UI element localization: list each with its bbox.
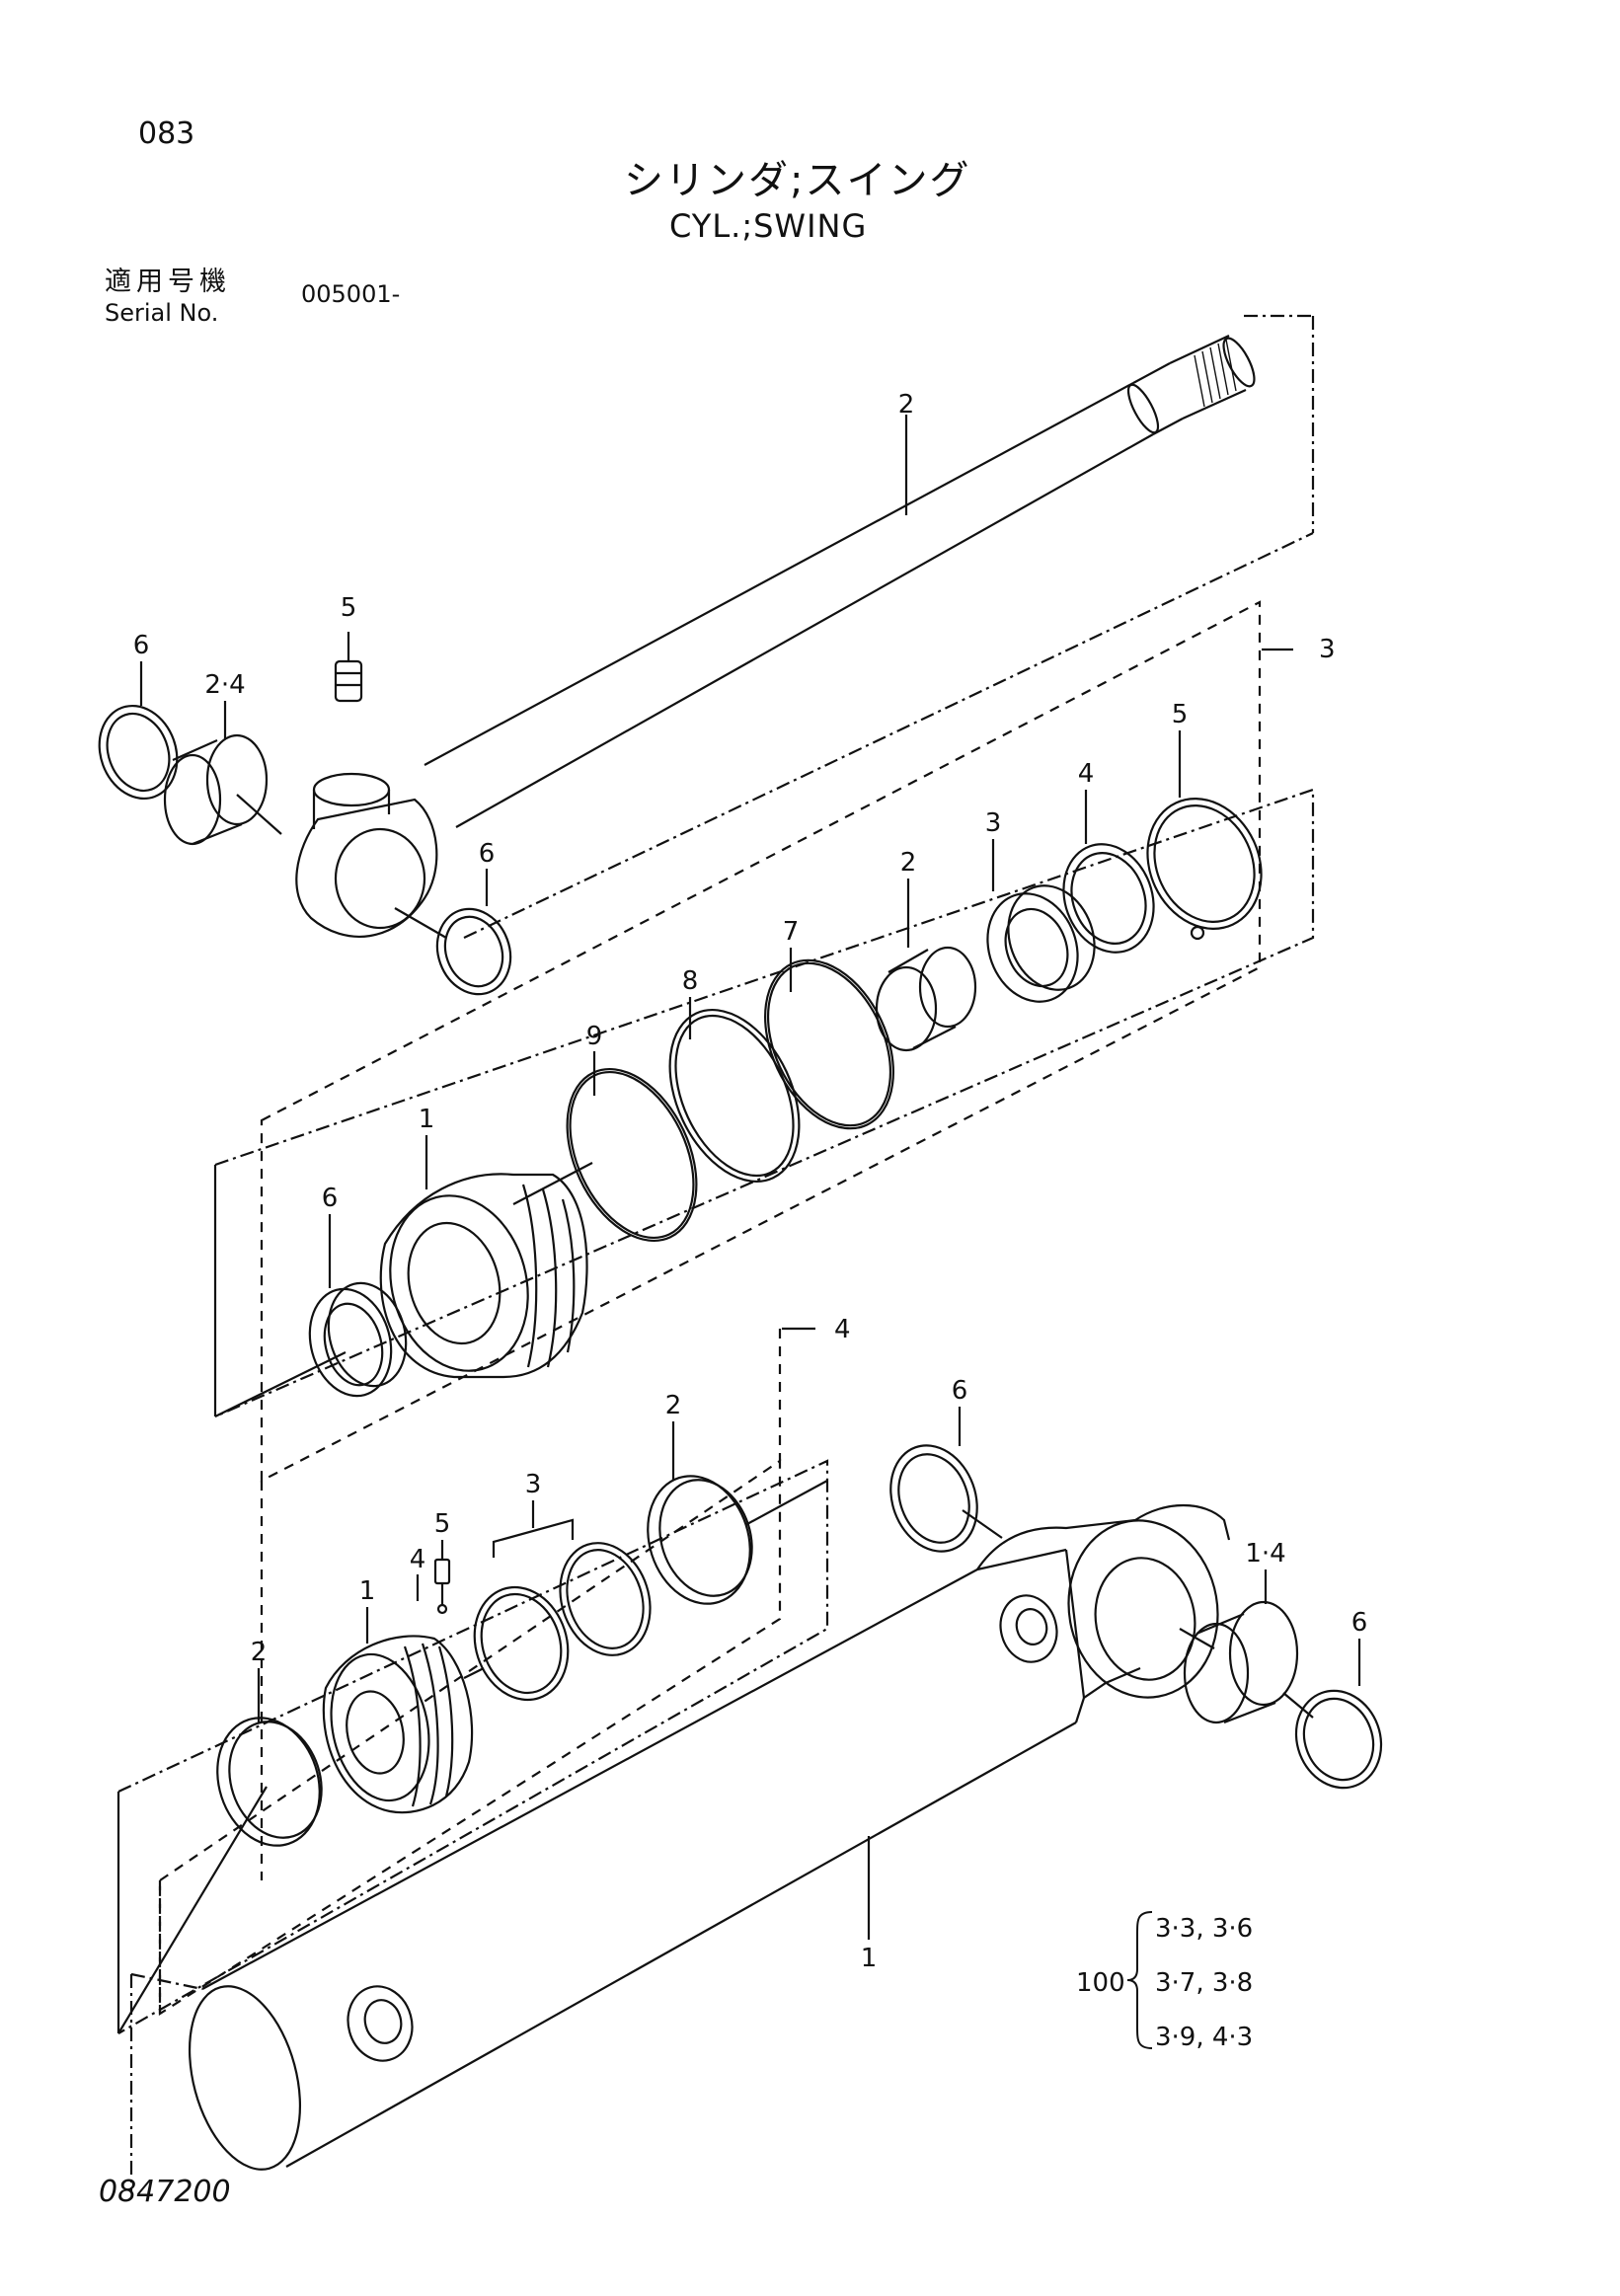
- tube-bushing: [1179, 1569, 1299, 1724]
- callout-piston-group: 4: [834, 1315, 851, 1344]
- serial-number-value: 005001-: [301, 280, 401, 308]
- callout-dust-seal: 6: [322, 1184, 339, 1213]
- piston-group: [116, 1327, 829, 2034]
- kit-item: 3·9, 4·3: [1155, 2023, 1253, 2052]
- callout-snap-ring: 5: [1172, 700, 1189, 729]
- backup-ring: [1062, 843, 1155, 954]
- piston: [322, 1607, 474, 1814]
- seal-ring: [889, 1444, 978, 1553]
- page-title-english: CYL.;SWING: [669, 207, 868, 245]
- piston-rod: [295, 335, 1256, 938]
- kit-item: 3·3, 3·6: [1155, 1914, 1253, 1944]
- callout-piston: 1: [359, 1576, 376, 1606]
- callout-seal-ring: 6: [133, 631, 150, 660]
- seal-ring: [98, 704, 179, 801]
- kit-number: 100: [1076, 1968, 1125, 1998]
- wear-ring: [647, 1421, 753, 1605]
- callout-seal-ring: 6: [952, 1376, 968, 1406]
- callout-piston-seal-set: 3: [525, 1470, 542, 1499]
- drawing-number: 0847200: [99, 2175, 231, 2209]
- cylinder-head-group: [213, 600, 1315, 1483]
- piston-seal-set: [473, 1500, 652, 1702]
- callout-seal-ring: 6: [479, 839, 496, 869]
- callout-cylinder-head: 1: [419, 1105, 435, 1134]
- callout-cylinder-tube: 1: [861, 1944, 878, 1973]
- serial-label-japanese: 適用号機: [105, 267, 231, 297]
- callout-rod-bushing: 2·4: [204, 670, 245, 700]
- callout-backup-ring-8: 8: [682, 966, 699, 996]
- callout-head-bushing: 2: [900, 848, 917, 878]
- head-bushing: [875, 879, 977, 1052]
- serial-label-english: Serial No.: [105, 299, 219, 327]
- callout-tube-bushing: 1·4: [1245, 1539, 1285, 1569]
- dust-seal: [308, 1214, 408, 1398]
- cylinder-tube: [188, 1504, 1231, 2171]
- seal-ring: [435, 907, 512, 996]
- set-screw: [416, 1540, 451, 1615]
- rod-seal: [986, 839, 1096, 1003]
- page-number: 083: [138, 116, 195, 151]
- backup-ring-8: [668, 1008, 801, 1184]
- callout-cylinder-head-group: 3: [1319, 635, 1336, 664]
- callout-o-ring-9: 9: [586, 1022, 603, 1051]
- callout-set-screw-5: 5: [434, 1509, 451, 1539]
- kit-item: 3·7, 3·8: [1155, 1968, 1253, 1998]
- callout-wear-ring: 2: [251, 1638, 268, 1667]
- callout-o-ring: 7: [783, 917, 800, 947]
- callout-rod: 2: [898, 390, 915, 420]
- callout-grease-fitting: 5: [341, 593, 357, 623]
- rod-bushing: [163, 701, 282, 846]
- snap-ring: [1146, 798, 1263, 930]
- callout-seal-ring: 6: [1351, 1608, 1368, 1638]
- cylinder-head: [379, 1135, 588, 1379]
- wear-ring: [216, 1668, 323, 1847]
- seal-ring: [1294, 1689, 1383, 1790]
- callout-backup-ring: 4: [1078, 759, 1095, 789]
- grease-fitting: [334, 632, 363, 703]
- callout-set-screw-4: 4: [410, 1545, 426, 1574]
- callout-wear-ring: 2: [665, 1391, 682, 1420]
- page-title-japanese: シリンダ;スイング: [624, 158, 971, 203]
- callout-rod-seal: 3: [985, 808, 1002, 838]
